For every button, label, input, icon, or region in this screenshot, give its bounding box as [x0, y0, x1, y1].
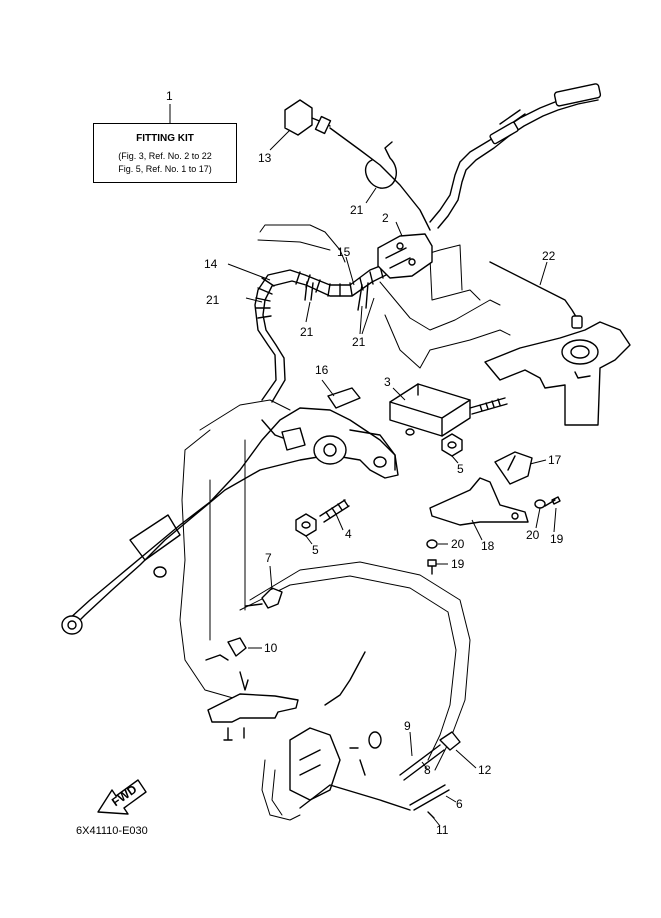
leader-21b — [245, 297, 263, 303]
label-part-20-left: 20 — [451, 537, 465, 551]
fitting-kit-line-1: (Fig. 3, Ref. No. 2 to 22 — [118, 151, 212, 161]
label-part-21-mid: 21 — [300, 325, 314, 339]
fitting-kit-box: FITTING KIT (Fig. 3, Ref. No. 2 to 22 Fi… — [93, 123, 237, 183]
label-part-21-top: 21 — [350, 203, 364, 217]
leader-21d-2 — [361, 297, 375, 335]
tiller-handle — [61, 399, 399, 701]
part-20-washer-left — [426, 539, 448, 549]
label-part-2: 2 — [382, 211, 389, 225]
fitting-kit-line-2: Fig. 5, Ref. No. 1 to 17) — [118, 164, 212, 174]
remote-control-cables — [429, 83, 602, 229]
engine-bracket-outline — [257, 224, 631, 426]
part-17-clip — [494, 451, 547, 485]
label-part-15: 15 — [337, 245, 351, 259]
part-19-screw-right — [544, 496, 561, 533]
part-14-harness — [227, 261, 393, 403]
label-part-18: 18 — [481, 539, 495, 553]
label-part-5-upper: 5 — [457, 462, 464, 476]
label-part-9: 9 — [404, 719, 411, 733]
label-part-6: 6 — [456, 797, 463, 811]
part-21-tie-band — [364, 141, 398, 204]
label-part-17: 17 — [548, 453, 562, 467]
part-13-connector — [269, 99, 431, 231]
leader-15 — [345, 256, 355, 286]
drawing-code: 6X41110-E030 — [76, 825, 148, 837]
label-part-16: 16 — [315, 363, 329, 377]
label-part-19-right: 19 — [550, 532, 564, 546]
part-7-clamp — [245, 565, 283, 609]
label-part-8: 8 — [424, 763, 431, 777]
part-4-bolt — [319, 499, 350, 531]
label-part-21-bottom: 21 — [352, 335, 366, 349]
label-part-20-right: 20 — [526, 528, 540, 542]
label-part-21-left: 21 — [206, 293, 220, 307]
label-part-7: 7 — [265, 551, 272, 565]
label-part-1: 1 — [166, 89, 173, 103]
part-16-plate — [321, 379, 361, 409]
label-part-5-lower: 5 — [312, 543, 319, 557]
label-part-22: 22 — [542, 249, 556, 263]
part-18-bracket — [429, 477, 529, 541]
label-part-10: 10 — [264, 641, 278, 655]
part-number-labels: 1 2 3 4 5 5 6 7 8 9 10 11 12 13 14 15 16… — [166, 89, 564, 837]
label-part-12: 12 — [478, 763, 492, 777]
lower-bracket-plate — [207, 671, 299, 741]
label-part-3: 3 — [384, 375, 391, 389]
part-19-screw-left — [427, 559, 448, 575]
label-part-19-left: 19 — [451, 557, 465, 571]
fitting-kit-title: FITTING KIT — [136, 133, 194, 144]
leader-21c — [305, 301, 311, 323]
label-part-14: 14 — [204, 257, 218, 271]
leader-21d-1 — [359, 305, 363, 335]
part-20-washer-right — [534, 499, 546, 529]
lower-cable-loop — [239, 561, 471, 821]
part-5-nut-upper — [441, 433, 463, 464]
label-part-11: 11 — [436, 823, 449, 837]
part-22-rod — [489, 261, 583, 329]
label-part-4: 4 — [345, 527, 352, 541]
part-10-clamp — [205, 637, 262, 661]
fwd-arrow-icon: FWD — [97, 779, 147, 815]
part-3-block — [389, 383, 508, 437]
part-2-clamp — [377, 221, 433, 279]
label-part-13: 13 — [258, 151, 272, 165]
lower-linkage — [289, 651, 477, 827]
part-5-nut-lower — [295, 513, 317, 545]
